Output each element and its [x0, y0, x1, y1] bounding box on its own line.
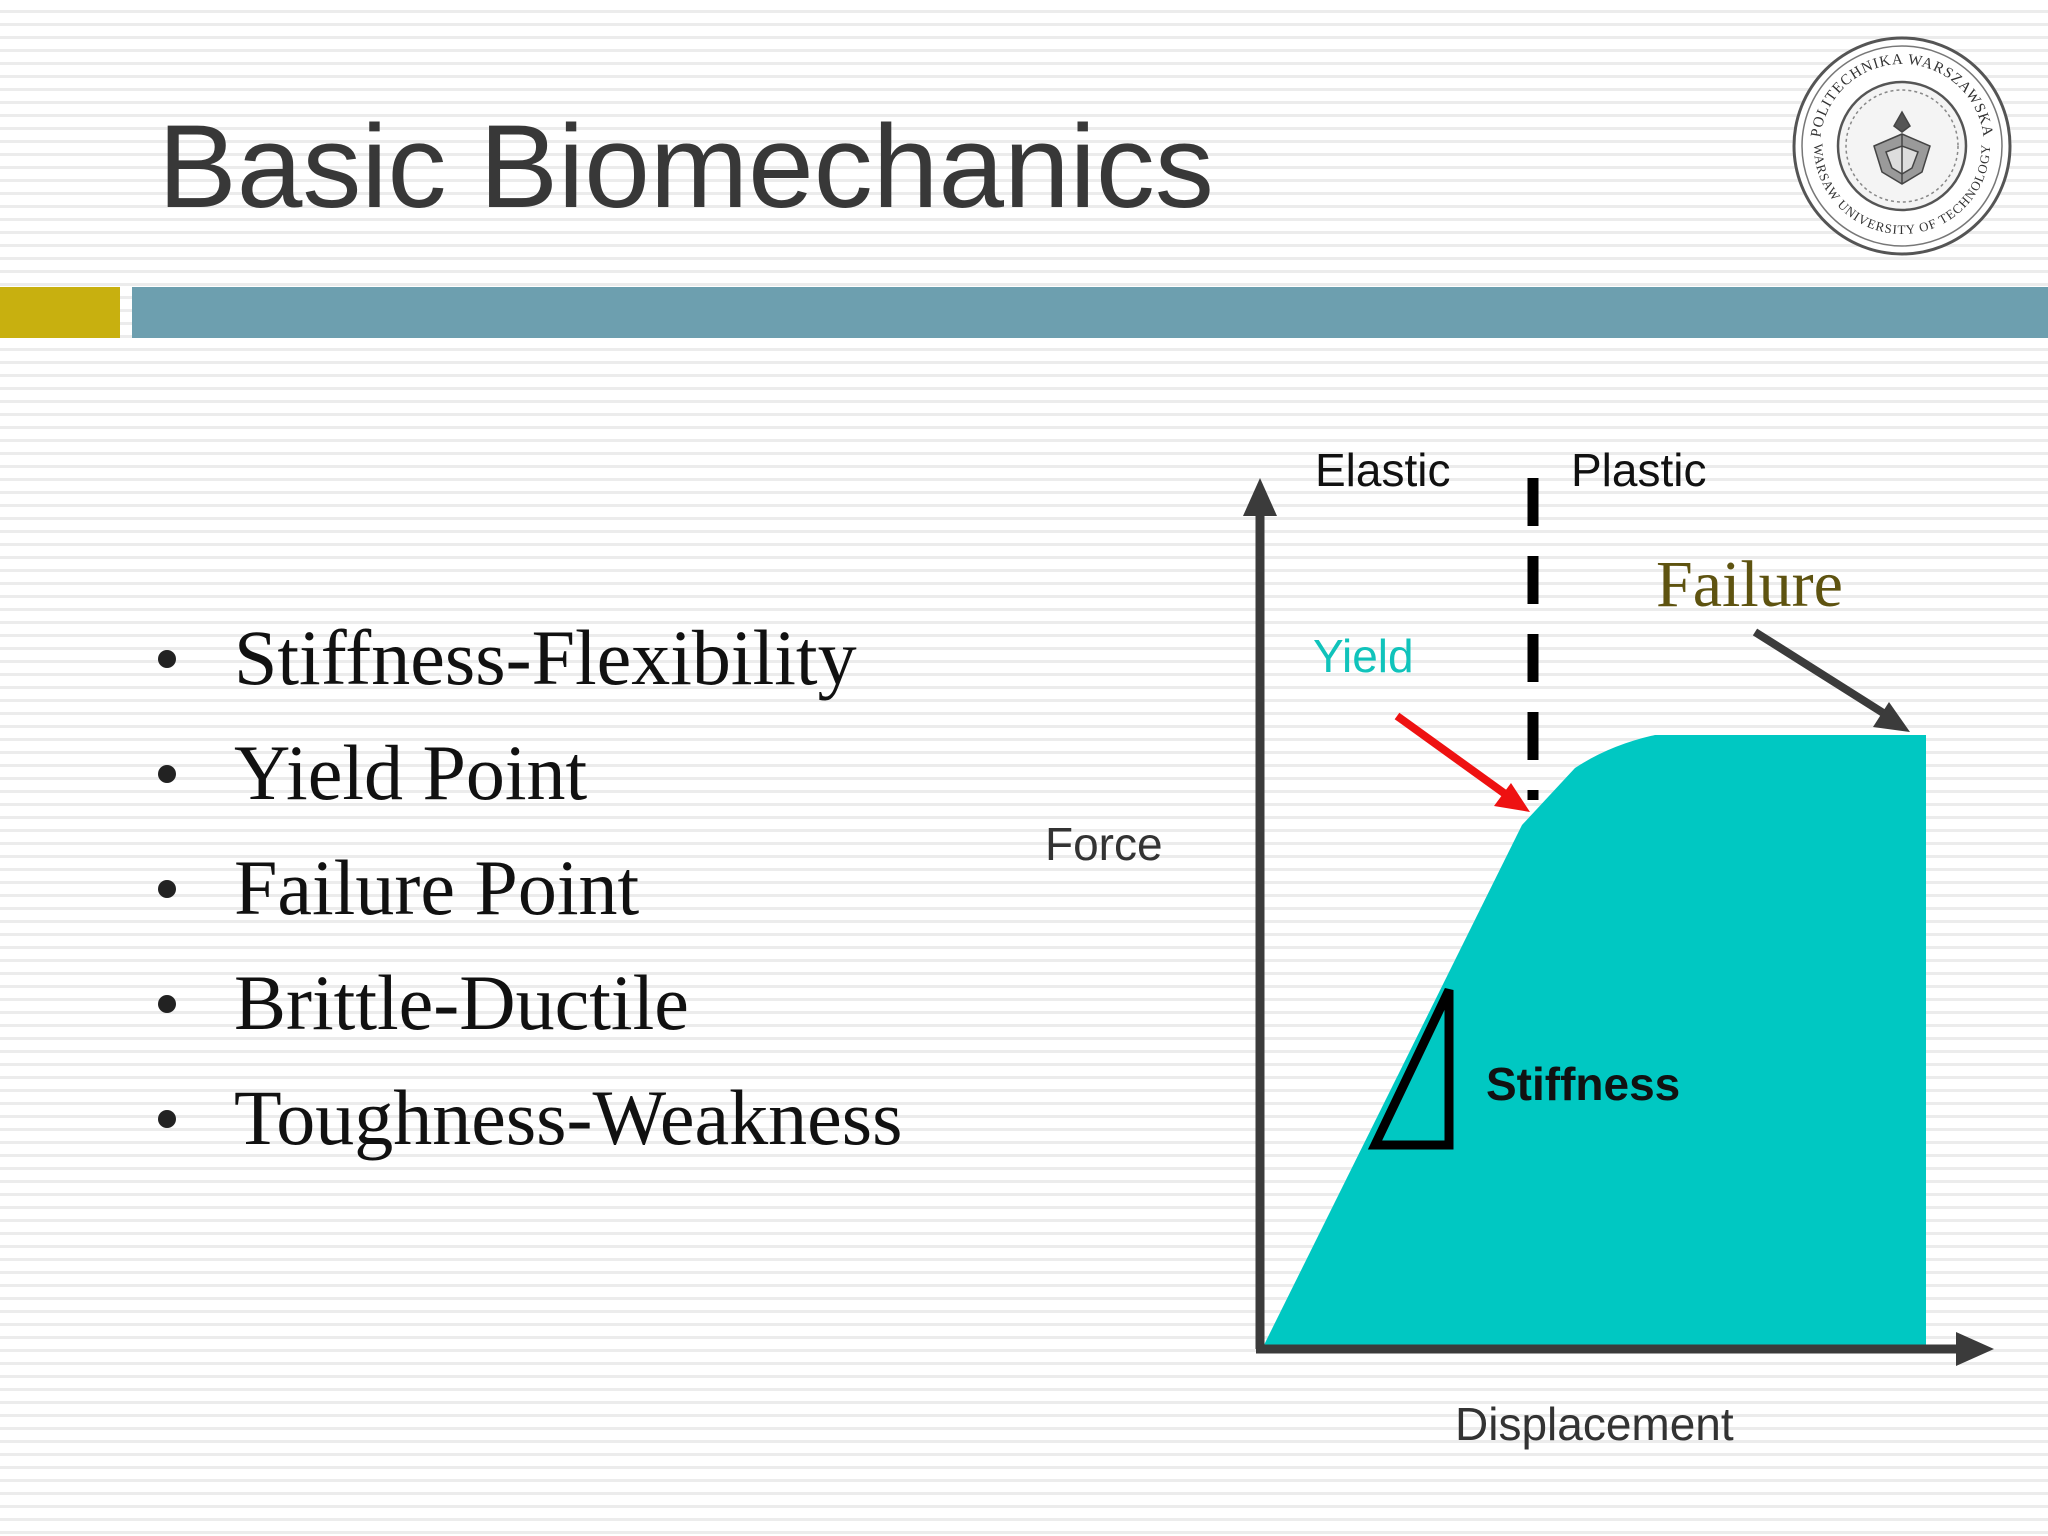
yield-label: Yield: [1313, 630, 1414, 682]
bullet-text: Stiffness-Flexibility: [234, 614, 857, 701]
stiffness-triangle-icon: [1367, 988, 1454, 1150]
bullet-text: Yield Point: [234, 729, 588, 816]
yield-arrow-icon: [1494, 783, 1530, 812]
y-axis-arrowhead-icon: [1243, 478, 1277, 516]
header-accent-bar: [0, 287, 120, 338]
bullet-text: Brittle-Ductile: [234, 959, 689, 1046]
slide-title: Basic Biomechanics: [158, 101, 1214, 233]
seal-emblem-icon: [1873, 110, 1931, 185]
bullet-item: Toughness-Weakness: [150, 1060, 902, 1175]
bullet-dot-icon: [158, 1110, 176, 1128]
bullet-item: Stiffness-Flexibility: [150, 600, 902, 715]
elastic-region-label: Elastic: [1315, 444, 1450, 496]
yield-arrow-line: [1394, 712, 1511, 800]
university-seal-logo: POLITECHNIKA WARSZAWSKA WARSAW UNIVERSIT…: [1792, 36, 2012, 256]
x-axis-label: Displacement: [1455, 1398, 1734, 1450]
plastic-region-label: Plastic: [1571, 444, 1706, 496]
failure-arrow-line: [1752, 628, 1891, 720]
bullet-text: Toughness-Weakness: [234, 1074, 903, 1161]
bullet-item: Failure Point: [150, 830, 902, 945]
bullet-item: Brittle-Ductile: [150, 945, 902, 1060]
bullet-dot-icon: [158, 880, 176, 898]
y-axis-label: Force: [1045, 818, 1163, 870]
bullet-dot-icon: [158, 995, 176, 1013]
failure-label: Failure: [1656, 548, 1843, 621]
bullet-dot-icon: [158, 650, 176, 668]
bullet-list: Stiffness-Flexibility Yield Point Failur…: [150, 600, 902, 1175]
x-axis-arrowhead-icon: [1956, 1332, 1994, 1366]
failure-arrow-icon: [1873, 702, 1910, 732]
header-bar: [132, 287, 2048, 338]
stiffness-label: Stiffness: [1486, 1058, 1680, 1110]
curve-area: [1264, 735, 1926, 1345]
bullet-item: Yield Point: [150, 715, 902, 830]
bullet-text: Failure Point: [234, 844, 640, 931]
bullet-dot-icon: [158, 765, 176, 783]
